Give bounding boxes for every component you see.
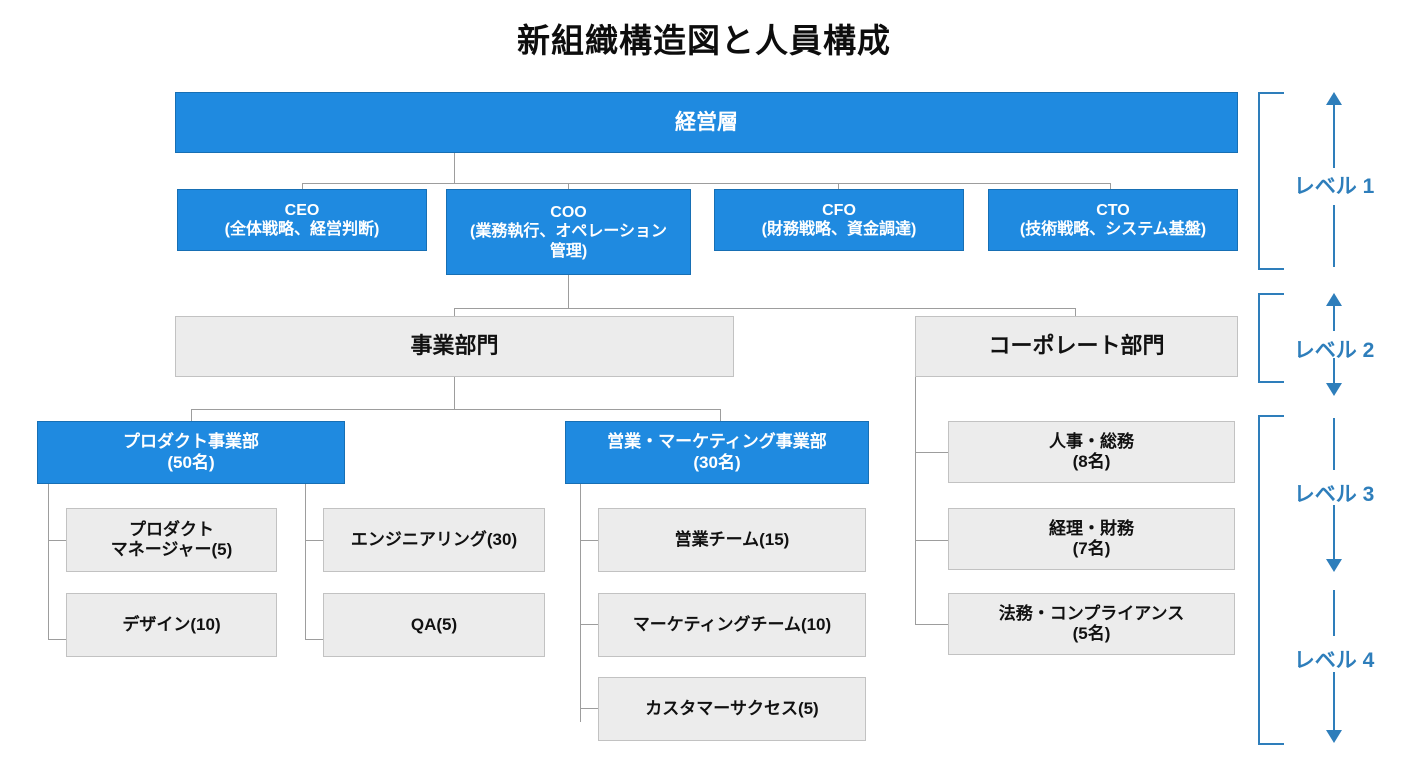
node-product-manager-team[interactable]: プロダクト マネージャー(5) xyxy=(66,508,277,572)
level-2-arrow-up xyxy=(1326,293,1342,331)
connector-ceo-stub xyxy=(302,183,303,189)
connector-bu-bus xyxy=(191,409,720,410)
node-product-division[interactable]: プロダクト事業部 (50名) xyxy=(37,421,345,484)
connector-coo-drop xyxy=(568,275,569,308)
connector-csuite-bus xyxy=(302,183,1110,184)
connector-eng-stub xyxy=(305,540,323,541)
connector-qa-stub xyxy=(305,639,323,640)
level-1-label: レベル 1 xyxy=(1293,175,1375,198)
connector-pm-stub xyxy=(48,540,66,541)
connector-product-stub xyxy=(191,409,192,421)
node-ceo[interactable]: CEO (全体戦略、経営判断) xyxy=(177,189,427,251)
connector-sales-stub xyxy=(720,409,721,421)
connector-mktteam-stub xyxy=(580,624,598,625)
connector-business-stub xyxy=(454,308,455,316)
connector-business-drop xyxy=(454,377,455,409)
connector-hr-stub xyxy=(915,452,948,453)
level-2-arrow-down xyxy=(1326,358,1342,396)
connector-design-stub xyxy=(48,639,66,640)
level-4-arrow-down xyxy=(1326,672,1342,744)
connector-cfo-stub xyxy=(838,183,839,189)
node-sales-team[interactable]: 営業チーム(15) xyxy=(598,508,866,572)
node-customer-success-team[interactable]: カスタマーサクセス(5) xyxy=(598,677,866,741)
connector-sales-spine xyxy=(580,484,581,722)
level-1-tail xyxy=(1326,205,1342,267)
node-cfo[interactable]: CFO (財務戦略、資金調達) xyxy=(714,189,964,251)
node-hr-unit[interactable]: 人事・総務 (8名) xyxy=(948,421,1235,483)
connector-divisions-bus xyxy=(454,308,1075,309)
level-4-label: レベル 4 xyxy=(1293,649,1375,672)
connector-salesteam-stub xyxy=(580,540,598,541)
level-4-tail xyxy=(1326,590,1342,636)
node-engineering-team[interactable]: エンジニアリング(30) xyxy=(323,508,545,572)
connector-cto-stub xyxy=(1110,183,1111,189)
level-2-label: レベル 2 xyxy=(1293,339,1375,362)
connector-legal-stub xyxy=(915,624,948,625)
level-1-arrow-up xyxy=(1326,92,1342,168)
level-3-tail xyxy=(1326,418,1342,470)
connector-product-left-spine xyxy=(48,484,49,639)
connector-corporate-stub xyxy=(1075,308,1076,316)
node-design-team[interactable]: デザイン(10) xyxy=(66,593,277,657)
connector-cs-stub xyxy=(580,708,598,709)
node-legal-unit[interactable]: 法務・コンプライアンス (5名) xyxy=(948,593,1235,655)
connector-coo-stub xyxy=(568,183,569,189)
connector-corporate-spine xyxy=(915,377,916,625)
node-finance-unit[interactable]: 経理・財務 (7名) xyxy=(948,508,1235,570)
connector-exec-drop xyxy=(454,153,455,183)
node-cto[interactable]: CTO (技術戦略、システム基盤) xyxy=(988,189,1238,251)
node-marketing-team[interactable]: マーケティングチーム(10) xyxy=(598,593,866,657)
node-qa-team[interactable]: QA(5) xyxy=(323,593,545,657)
node-executive[interactable]: 経営層 xyxy=(175,92,1238,153)
level-bracket-1 xyxy=(1258,92,1284,270)
level-3-label: レベル 3 xyxy=(1293,483,1375,506)
connector-product-right-spine xyxy=(305,484,306,639)
level-bracket-2 xyxy=(1258,293,1284,383)
page-title: 新組織構造図と人員構成 xyxy=(517,22,891,59)
level-bracket-3-4 xyxy=(1258,415,1284,745)
node-business-division[interactable]: 事業部門 xyxy=(175,316,734,377)
connector-finance-stub xyxy=(915,540,948,541)
node-coo[interactable]: COO (業務執行、オペレーション 管理) xyxy=(446,189,691,275)
node-sales-division[interactable]: 営業・マーケティング事業部 (30名) xyxy=(565,421,869,484)
level-3-arrow-down xyxy=(1326,505,1342,573)
node-corporate-division[interactable]: コーポレート部門 xyxy=(915,316,1238,377)
